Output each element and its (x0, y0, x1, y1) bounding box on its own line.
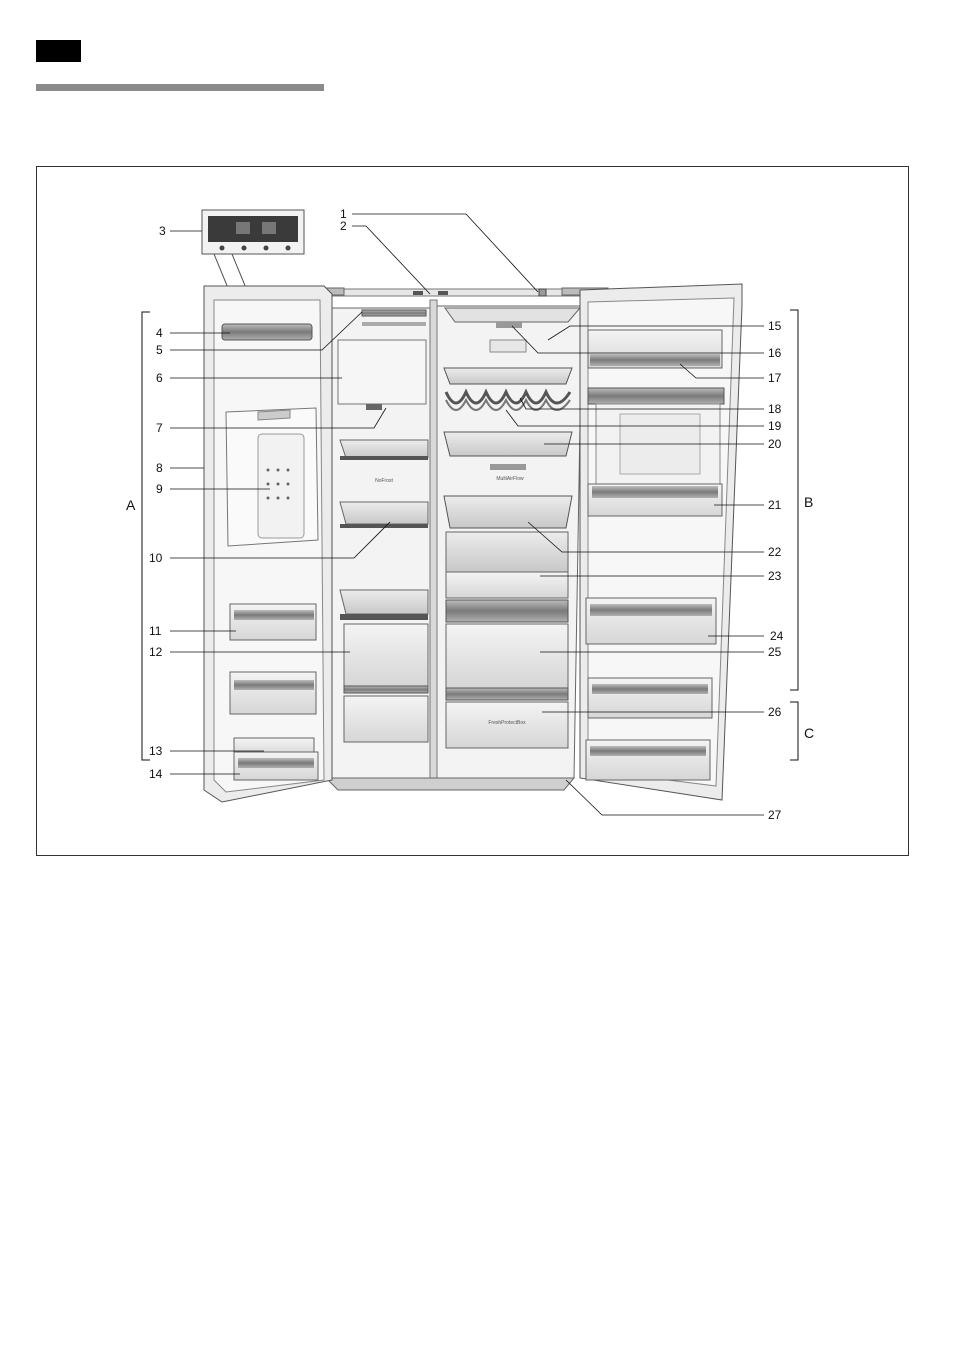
callout-4: 4 (156, 326, 163, 340)
callout-6: 6 (156, 371, 163, 385)
callout-7: 7 (156, 421, 163, 435)
group-label-b: B (804, 494, 813, 510)
group-label-c: C (804, 725, 814, 741)
callout-5: 5 (156, 343, 163, 357)
control-panel-inset (202, 210, 304, 288)
callout-17: 17 (768, 371, 782, 385)
callout-21: 21 (768, 498, 782, 512)
callout-14: 14 (149, 767, 163, 781)
callout-23: 23 (768, 569, 782, 583)
callout-18: 18 (768, 402, 782, 416)
callout-27: 27 (768, 808, 782, 822)
callout-2: 2 (340, 219, 347, 233)
callout-24: 24 (770, 629, 784, 643)
freezer-door (204, 286, 332, 802)
callout-10: 10 (149, 551, 163, 565)
group-label-a: A (126, 497, 136, 513)
callout-20: 20 (768, 437, 782, 451)
callout-11: 11 (149, 624, 162, 638)
multiairflow-print: MultiAirFlow (496, 476, 524, 482)
callout-25: 25 (768, 645, 782, 659)
fridge-door (580, 284, 742, 800)
callout-13: 13 (149, 744, 163, 758)
callout-8: 8 (156, 461, 163, 475)
callout-3: 3 (159, 224, 166, 238)
callout-19: 19 (768, 419, 782, 433)
callout-22: 22 (768, 545, 782, 559)
callout-26: 26 (768, 705, 782, 719)
callout-16: 16 (768, 346, 782, 360)
callout-9: 9 (156, 482, 163, 496)
freezer-interior: NoFrost (338, 310, 428, 742)
nofrost-print: NoFrost (375, 478, 393, 484)
callout-12: 12 (149, 645, 163, 659)
freshprotectbox-print: FreshProtectBox (488, 720, 526, 726)
callout-15: 15 (768, 319, 782, 333)
